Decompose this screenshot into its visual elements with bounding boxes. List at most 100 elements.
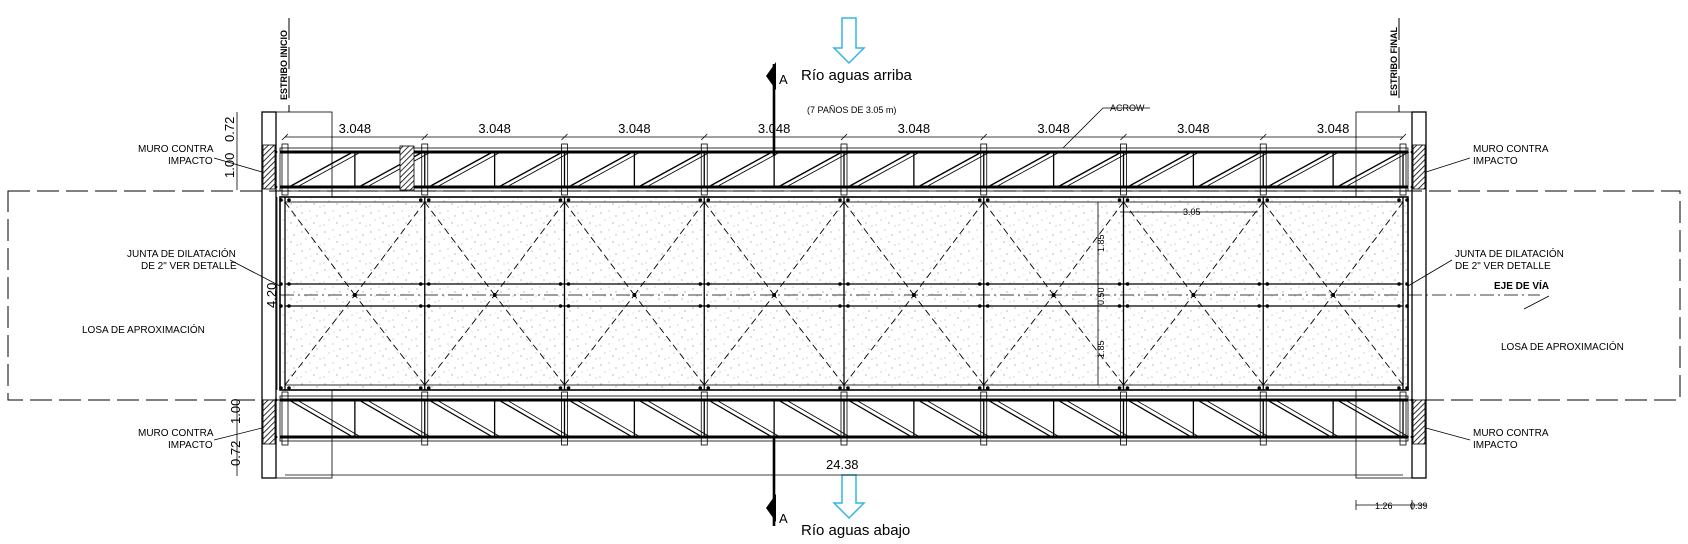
deck-bracing [1053, 294, 1124, 386]
top-truss-bolt [973, 150, 977, 154]
bottom-truss-bolt [1410, 435, 1414, 439]
bottom-truss-bolt [432, 398, 436, 402]
deck-bracing [1123, 294, 1194, 386]
muro-right-top-leader [1425, 157, 1471, 173]
deck-bolt [426, 282, 431, 286]
muro-right-bottom-leader [1425, 427, 1471, 441]
deck-bolt [558, 386, 563, 390]
deck-bolt [418, 386, 423, 390]
deck-bolt [985, 282, 990, 286]
top-truss-bolt [1270, 185, 1274, 189]
bottom-truss-bolt [1270, 398, 1274, 402]
bottom-truss-bolt [991, 435, 995, 439]
flow-arrow-downstream [832, 474, 866, 520]
top-truss-bolt [991, 150, 995, 154]
deck-bolt [1397, 198, 1401, 202]
top-truss-diagonal-inner [1275, 151, 1340, 188]
bottom-truss-node [1120, 391, 1127, 446]
deck-bolt [706, 282, 711, 286]
impact-wall-right-top [1412, 144, 1426, 190]
top-truss-bolt [554, 185, 557, 189]
bottom-truss-node [1259, 391, 1267, 446]
river-upstream-label: Río aguas arriba [801, 67, 913, 84]
bottom-truss-bolt [1131, 435, 1134, 439]
bottom-truss-bolt [851, 435, 855, 439]
bottom-truss-diagonal [568, 399, 633, 438]
bottom-truss-bolt [572, 435, 575, 439]
top-truss-bolt [711, 185, 715, 189]
top-truss-diagonal-inner [296, 151, 362, 188]
centerline-arrow-tick [1523, 295, 1550, 310]
dim-1-85-bottom: 1.85 [1096, 340, 1106, 358]
bottom-truss-diagonal [358, 399, 424, 438]
deck-panels-group [279, 197, 1409, 390]
deck-bolt [985, 198, 990, 202]
top-truss-diagonal-inner [576, 151, 641, 188]
bottom-truss-diagonal-inner [576, 399, 641, 438]
junta-left-line2: DE 2" VER DETALLE [141, 261, 237, 272]
panel-dim-tick [840, 133, 848, 141]
bottom-truss-diagonal-inner [1065, 399, 1130, 438]
top-truss-bolt [1113, 150, 1116, 154]
deck-bracing-node [492, 293, 497, 297]
muro-left-bottom-line1: MURO CONTRA [138, 428, 214, 439]
section-label-bottom: A [779, 511, 788, 526]
top-truss-bolt [833, 150, 837, 154]
deck-bolt [287, 386, 291, 390]
deck-bolt [706, 198, 711, 202]
bottom-truss-bolt [1410, 398, 1414, 402]
panel-dim-tick [980, 133, 988, 141]
river-downstream-label: Río aguas abajo [801, 522, 910, 539]
truss-end-block [399, 145, 415, 191]
deck-bolt [977, 282, 982, 286]
top-truss-outline [279, 147, 1409, 192]
top-truss-node [840, 143, 848, 196]
deck-bracing [913, 201, 985, 296]
bottom-truss-diagonal [1336, 399, 1402, 438]
dim-1-85-top: 1.85 [1096, 234, 1106, 252]
top-truss-bolt [851, 150, 855, 154]
panel-dim-label: 3.048 [758, 121, 791, 136]
panel-dim-tick [1399, 133, 1407, 141]
estribo-inicio-label: ESTRIBO INICIO [279, 30, 289, 100]
top-truss-bolt [693, 150, 697, 154]
deck-bracing [424, 294, 495, 386]
panel-dim-tick [1120, 133, 1127, 141]
bottom-truss-diagonal [288, 399, 354, 438]
dim-0-72-top: 0.72 [222, 117, 237, 142]
section-label-top: A [779, 72, 788, 87]
junta-left-leader [229, 259, 281, 287]
bottom-truss-bolt [1113, 435, 1116, 439]
deck-bolt [1257, 386, 1262, 390]
bottom-truss-diagonal [638, 399, 703, 438]
bottom-truss-diagonal-inner [366, 399, 431, 438]
top-truss-diagonal [1197, 151, 1262, 188]
muro-left-bottom-leader [213, 427, 263, 441]
top-truss-diagonal [638, 151, 703, 188]
deck-bolt [1125, 304, 1130, 308]
deck-bracing [564, 294, 635, 386]
deck-bracing [703, 294, 775, 386]
deck-bolt [426, 386, 431, 390]
bottom-truss-bolt [292, 435, 296, 439]
top-truss-bolt [833, 185, 837, 189]
deck-bolt [977, 304, 982, 308]
top-truss-diagonal [847, 151, 913, 188]
bottom-truss-bolt [1131, 398, 1134, 402]
top-truss-bolt [1270, 150, 1274, 154]
top-truss-bolt [1410, 185, 1414, 189]
bottom-truss-diagonal-inner [436, 399, 501, 438]
junta-right-line2: DE 2" VER DETALLE [1455, 261, 1551, 272]
top-truss-diagonal-inner [436, 151, 501, 188]
muro-left-top-leader [213, 157, 263, 173]
deck-bolt [279, 304, 283, 308]
deck-bolt [838, 282, 842, 286]
deck-bracing [354, 294, 426, 386]
top-truss-node [421, 143, 429, 196]
junta-right-leader [1407, 259, 1453, 287]
dim-1-26: 1.26 [1375, 501, 1393, 511]
deck-bolt [846, 386, 850, 390]
top-truss-bolt [973, 185, 977, 189]
top-truss-bolt [414, 185, 418, 189]
bottom-truss-diagonal-inner [506, 399, 571, 438]
